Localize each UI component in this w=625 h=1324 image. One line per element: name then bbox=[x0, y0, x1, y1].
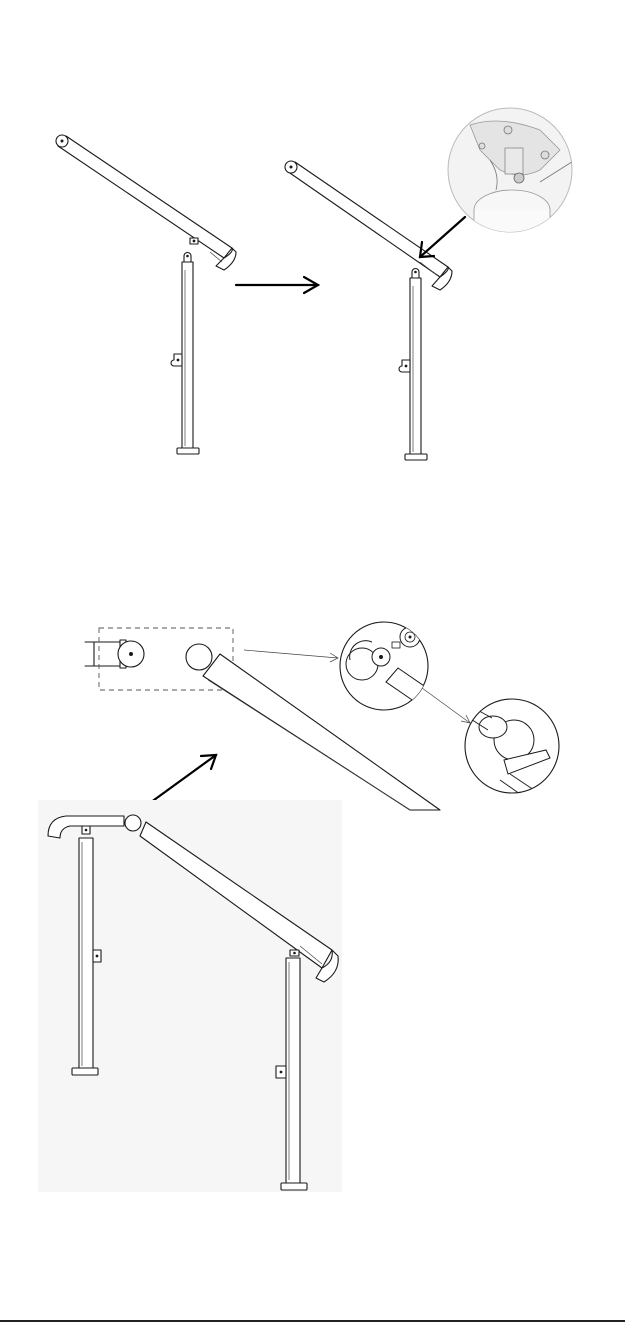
page-bottom-rule bbox=[0, 1320, 625, 1322]
detail-zoom-assembled bbox=[465, 699, 559, 794]
handrail-tube bbox=[56, 135, 236, 270]
right-arrow-icon bbox=[236, 277, 318, 293]
newel-post bbox=[399, 269, 427, 461]
detail-zoom-ball bbox=[340, 622, 430, 710]
figure-2-detail bbox=[85, 622, 559, 810]
newel-post bbox=[171, 253, 199, 454]
rail-bracket bbox=[190, 238, 198, 244]
leader-arrow-2 bbox=[422, 688, 470, 723]
left-rail-end bbox=[85, 640, 144, 668]
pointer-arrow-icon bbox=[420, 217, 465, 257]
ball-joint bbox=[125, 815, 141, 831]
figure-2-assembly bbox=[38, 800, 342, 1192]
figure-1-before bbox=[56, 135, 236, 454]
leader-arrow bbox=[244, 650, 338, 662]
figure-1-after bbox=[285, 161, 465, 460]
handrail-tube bbox=[285, 161, 452, 290]
detail-photo-bracket bbox=[448, 108, 575, 240]
